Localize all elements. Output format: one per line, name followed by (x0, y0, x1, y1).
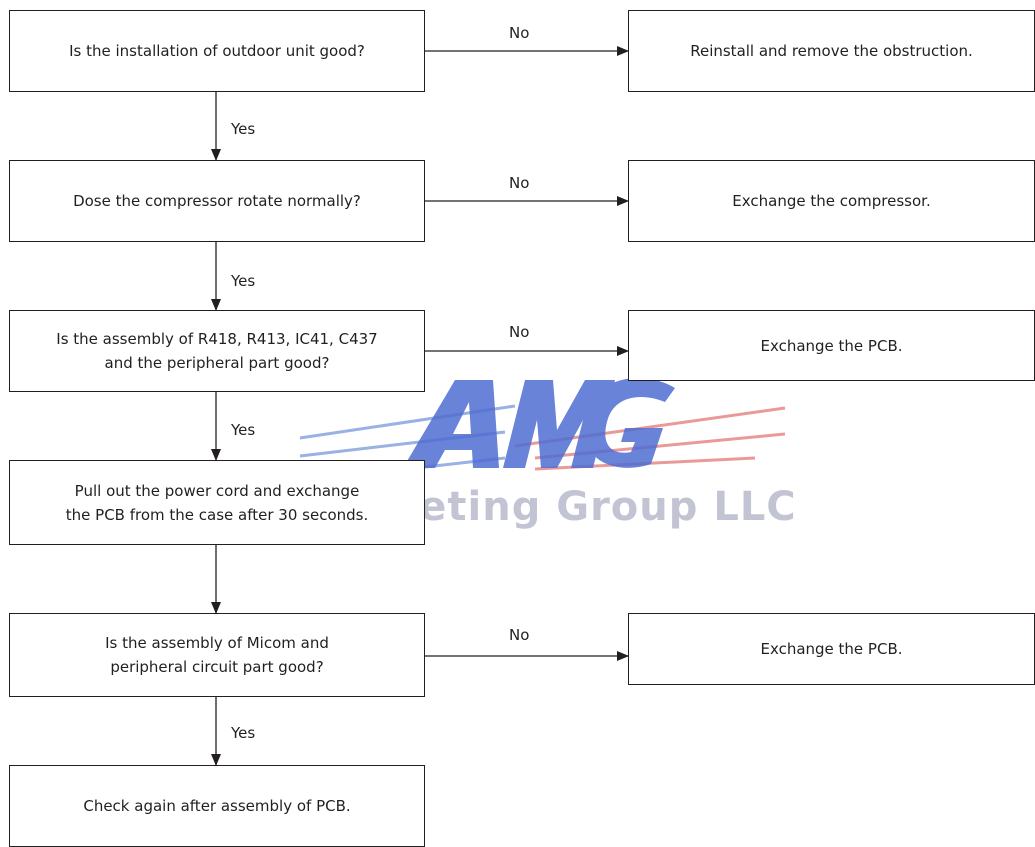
process-pull-power-cord-text: Pull out the power cord and exchange the… (65, 481, 369, 524)
yes-label-5: Yes (231, 724, 256, 742)
action-exchange-compressor-text: Exchange the compressor. (732, 192, 931, 210)
action-reinstall-text: Reinstall and remove the obstruction. (690, 42, 973, 60)
decision-compressor-text: Dose the compressor rotate normally? (73, 192, 361, 210)
process-pull-power-cord: Pull out the power cord and exchange the… (9, 460, 425, 545)
decision-assembly-r418-text: Is the assembly of R418, R413, IC41, C43… (56, 330, 378, 372)
decision-micom-text: Is the assembly of Micom and peripheral … (105, 634, 329, 676)
process-check-again-text: Check again after assembly of PCB. (83, 797, 351, 815)
decision-outdoor-unit-text: Is the installation of outdoor unit good… (69, 42, 365, 60)
yes-label-3: Yes (231, 421, 256, 439)
no-label-2: No (509, 174, 530, 192)
decision-outdoor-unit: Is the installation of outdoor unit good… (9, 10, 425, 92)
action-exchange-pcb-2: Exchange the PCB. (628, 613, 1035, 685)
yes-label-1: Yes (231, 120, 256, 138)
decision-assembly-r418: Is the assembly of R418, R413, IC41, C43… (9, 310, 425, 392)
action-exchange-pcb-1-text: Exchange the PCB. (760, 336, 903, 355)
no-label-4: No (509, 626, 530, 644)
no-label-1: No (509, 24, 530, 42)
action-exchange-pcb-2-text: Exchange the PCB. (760, 640, 903, 658)
action-exchange-pcb-1: Exchange the PCB. (628, 310, 1035, 381)
decision-micom: Is the assembly of Micom and peripheral … (9, 613, 425, 697)
no-label-3: No (509, 323, 530, 341)
decision-compressor: Dose the compressor rotate normally? (9, 160, 425, 242)
action-reinstall: Reinstall and remove the obstruction. (628, 10, 1035, 92)
process-check-again: Check again after assembly of PCB. (9, 765, 425, 847)
action-exchange-compressor: Exchange the compressor. (628, 160, 1035, 242)
yes-label-2: Yes (231, 272, 256, 290)
